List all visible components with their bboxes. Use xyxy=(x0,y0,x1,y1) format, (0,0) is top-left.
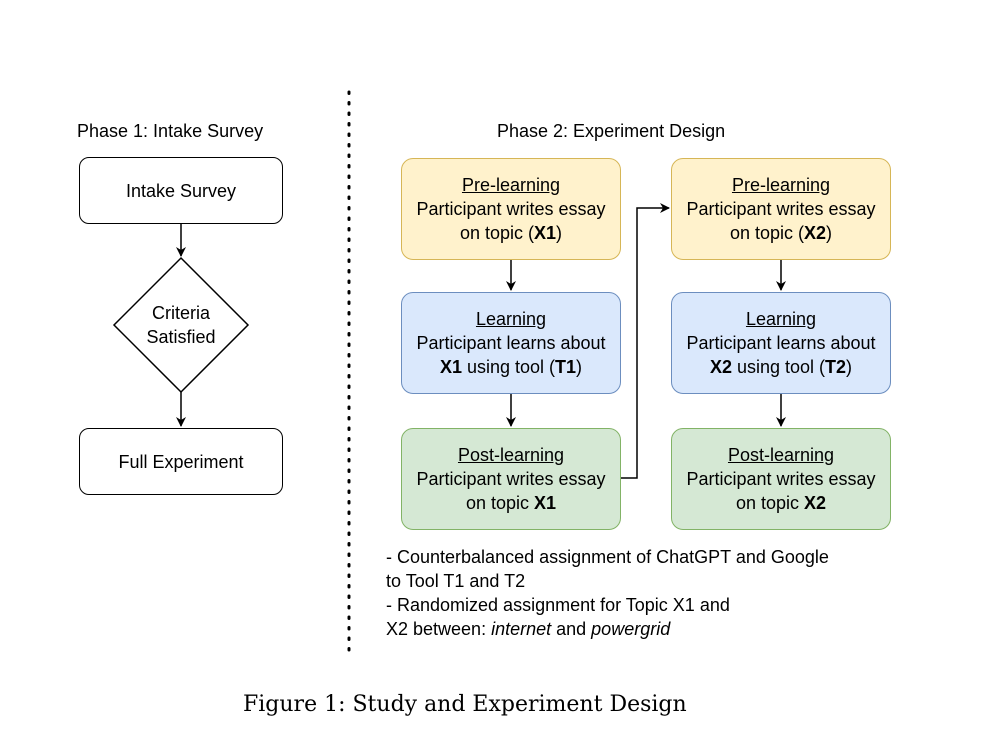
stage-line2: on topic (X2) xyxy=(729,223,833,243)
pre-learning-box-1: Pre-learning Participant writes essay on… xyxy=(401,158,621,260)
criteria-line1: Criteria xyxy=(151,303,210,323)
note-line: - Randomized assignment for Topic X1 and xyxy=(386,595,730,615)
intake-survey-box: Intake Survey xyxy=(79,157,283,224)
arrow-post1-to-pre2 xyxy=(621,203,670,479)
phase2-title: Phase 2: Experiment Design xyxy=(497,121,726,141)
stage-line1: Participant writes essay xyxy=(416,199,606,219)
stage-line2: on topic X1 xyxy=(465,493,557,513)
stage-line1: Participant learns about xyxy=(416,333,606,353)
stage-line2: X2 using tool (T2) xyxy=(709,357,853,377)
note-line: to Tool T1 and T2 xyxy=(386,571,526,591)
note-line: - Counterbalanced assignment of ChatGPT … xyxy=(386,547,829,567)
stage-title: Pre-learning xyxy=(461,175,561,195)
stage-line2: X1 using tool (T1) xyxy=(439,357,583,377)
pre-learning-box-2: Pre-learning Participant writes essay on… xyxy=(671,158,891,260)
stage-title: Learning xyxy=(745,309,817,329)
stage-title: Post-learning xyxy=(727,445,835,465)
learning-box-2: Learning Participant learns about X2 usi… xyxy=(671,292,891,394)
stage-line2: on topic X2 xyxy=(735,493,827,513)
post-learning-box-1: Post-learning Participant writes essay o… xyxy=(401,428,621,530)
phase1-title: Phase 1: Intake Survey xyxy=(77,121,264,141)
intake-survey-label: Intake Survey xyxy=(125,180,237,201)
design-notes: - Counterbalanced assignment of ChatGPT … xyxy=(386,545,906,641)
full-experiment-label: Full Experiment xyxy=(118,451,244,472)
learning-box-1: Learning Participant learns about X1 usi… xyxy=(401,292,621,394)
stage-line1: Participant writes essay xyxy=(686,469,876,489)
stage-line1: Participant writes essay xyxy=(416,469,606,489)
stage-title: Post-learning xyxy=(457,445,565,465)
stage-title: Learning xyxy=(475,309,547,329)
criteria-line2: Satisfied xyxy=(146,327,216,347)
figure-caption: Figure 1: Study and Experiment Design xyxy=(243,692,687,717)
criteria-satisfied-label: Criteria Satisfied xyxy=(121,301,241,349)
note-line: X2 between: internet and powergrid xyxy=(386,619,671,639)
stage-line1: Participant writes essay xyxy=(686,199,876,219)
stage-line1: Participant learns about xyxy=(686,333,876,353)
stage-title: Pre-learning xyxy=(731,175,831,195)
post-learning-box-2: Post-learning Participant writes essay o… xyxy=(671,428,891,530)
stage-line2: on topic (X1) xyxy=(459,223,563,243)
full-experiment-box: Full Experiment xyxy=(79,428,283,495)
